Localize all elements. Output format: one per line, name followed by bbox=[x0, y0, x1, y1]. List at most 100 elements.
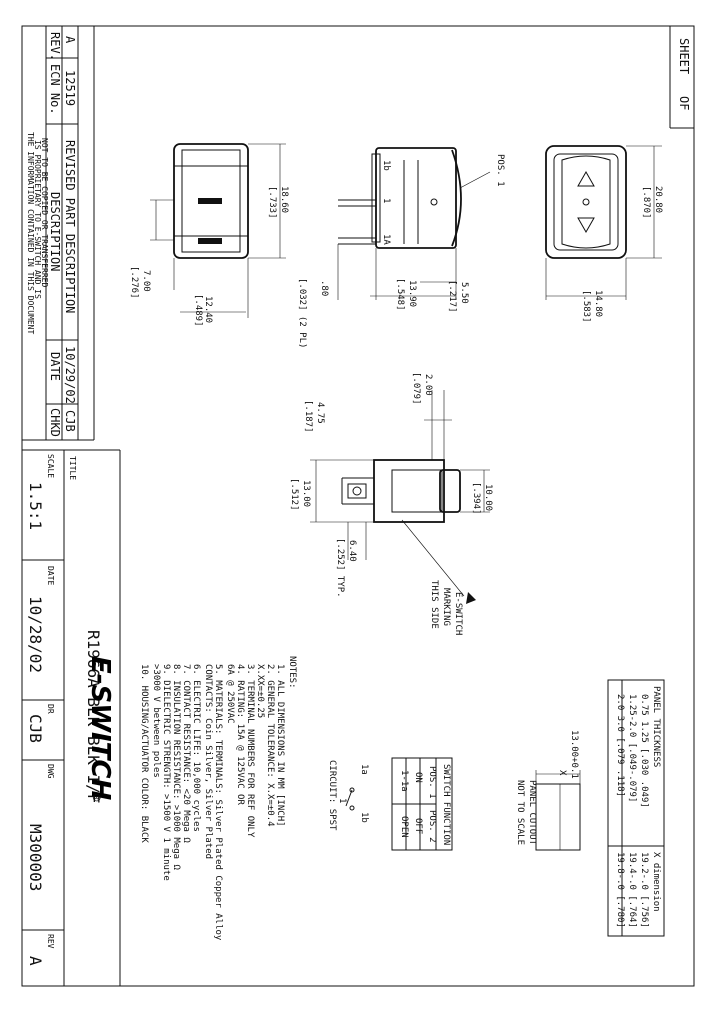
dim-20-80: 20.80 bbox=[653, 186, 663, 213]
dim-14-80: 14.80 bbox=[593, 290, 603, 317]
dim-14-80-inch: [.583] bbox=[581, 290, 591, 323]
notice-line-2: IS PROPRIETARY TO E-SWITCH AND IS bbox=[33, 140, 42, 299]
note-line: 3. TERMINAL NUMBERS FOR REF ONLY bbox=[245, 664, 255, 838]
notes-block: NOTES: 1. ALL DIMENSIONS IN MM [INCH] 2.… bbox=[139, 656, 297, 941]
dim-13-90-inch: [.548] bbox=[395, 278, 405, 311]
rev-value: A bbox=[63, 36, 77, 44]
date-header: DATE bbox=[48, 352, 62, 381]
date-label: DATE bbox=[46, 566, 55, 585]
dim-10-00: 10.00 bbox=[483, 484, 493, 511]
cutout-rectangle bbox=[535, 783, 581, 851]
circuit-diagram: 1a 1b 1 CIRCUIT: SPST bbox=[327, 760, 369, 831]
dim-12-40-inch: [.489] bbox=[193, 294, 203, 327]
dim-12-40: 12.40 bbox=[203, 296, 213, 323]
dim-7-00-inch: [.276] bbox=[129, 266, 139, 299]
note-line: X.XX=±0.25 bbox=[255, 664, 265, 718]
dim-2-00-inch: [.079] bbox=[411, 372, 421, 405]
cutout-note: NOT TO SCALE bbox=[515, 780, 525, 845]
switch-function-title: SWITCH FUNCTION bbox=[441, 764, 451, 845]
end-view: 2.00 [.079] 4.75 [.187] 13.00 [.512] 10.… bbox=[289, 372, 493, 635]
scale-value: 1.5:1 bbox=[26, 482, 45, 530]
circuit-1a: 1a bbox=[359, 764, 369, 775]
top-view: 1b 1 1A POS. 1 .80 [.032] (2 PL) 13.90 [… bbox=[297, 147, 505, 348]
dwg-label: DWG bbox=[46, 764, 55, 779]
sheet-of-label: OF bbox=[677, 96, 691, 110]
ecn-header: ECN No. bbox=[48, 64, 62, 115]
note-line: >3000 V between poles bbox=[151, 664, 161, 778]
panel-header-thickness: PANEL THICKNESS bbox=[651, 686, 661, 767]
cutout-x-label: X bbox=[557, 770, 567, 776]
sheet-label: SHEET bbox=[677, 38, 691, 74]
dr-label: DR bbox=[46, 704, 55, 714]
chkd-value: CJB bbox=[63, 410, 77, 432]
dwg-value: M300003 bbox=[26, 824, 45, 891]
circuit-label: CIRCUIT: SPST bbox=[327, 760, 337, 831]
side-view: 18.60 [.733] 7.00 [.276] 12.40 [.489] bbox=[129, 143, 289, 327]
title-value: R1966A BLK BLK I/F bbox=[84, 630, 103, 803]
note-line: 5. MATERIALS: TERMINALS: Silver Plated C… bbox=[213, 664, 223, 941]
marking-arrow-icon bbox=[466, 592, 476, 604]
panel-row-3-x: 19.8-.0 [.780] bbox=[615, 852, 625, 928]
sheet-border bbox=[21, 25, 695, 987]
dim-18-60-inch: [.733] bbox=[267, 186, 277, 219]
note-line: 1. ALL DIMENSIONS IN MM [INCH] bbox=[275, 664, 285, 827]
note-line: 9. DIELECTRIC STRENGTH: >1500 V 1 minute bbox=[161, 664, 171, 881]
marking-line-2: MARKING bbox=[441, 588, 451, 626]
panel-header-x: X dimension bbox=[651, 852, 661, 912]
terminal-1b-label: 1b bbox=[381, 160, 391, 171]
circuit-1b: 1b bbox=[359, 812, 369, 823]
notes-title: NOTES: bbox=[287, 656, 297, 689]
panel-row-1-thickness: 0.75 1.25 [.030 .049] bbox=[639, 694, 649, 808]
scale-label: SCALE bbox=[46, 454, 55, 478]
description-header: DESCRIPTION bbox=[48, 192, 62, 271]
logo-registered-mark: ® bbox=[89, 794, 103, 802]
chkd-header: CHKD bbox=[48, 408, 62, 437]
dim-6-40: 6.40 bbox=[347, 540, 357, 562]
rev-header: REV. bbox=[48, 32, 62, 61]
sheet-box: SHEET OF bbox=[669, 26, 694, 129]
marking-line-3: THIS SIDE bbox=[429, 580, 439, 629]
dim-0-80: .80 bbox=[319, 280, 329, 296]
note-line: 8. INSULATION RESISTANCE: >1000 Mega Ω bbox=[171, 664, 181, 870]
dim-13-00: 13.00 bbox=[301, 480, 311, 507]
dim-4-75: 4.75 bbox=[315, 402, 325, 424]
title-block: TITLE R1966A BLK BLK I/F E-SWITCH ® SCAL… bbox=[22, 449, 121, 986]
date-value: 10/29/02 bbox=[63, 346, 77, 404]
note-line: 4. RATING: 15A @ 125VAC OR bbox=[235, 664, 245, 805]
rev-label: REV bbox=[46, 934, 55, 949]
dim-0-80-inch: [.032] (2 PL) bbox=[297, 278, 307, 348]
revision-block: REV. ECN No. DESCRIPTION DATE CHKD A 125… bbox=[22, 26, 95, 441]
switch-row-2-pos1: 1-1a bbox=[399, 770, 409, 792]
dim-5-50: 5.50 bbox=[459, 282, 469, 304]
dim-6-40-inch: [.252] TYP. bbox=[335, 538, 345, 598]
switch-header-pos1: POS. 1 bbox=[427, 766, 437, 799]
panel-thickness-table: PANEL THICKNESS X dimension 0.75 1.25 [.… bbox=[607, 679, 665, 937]
e-switch-logo: E-SWITCH bbox=[85, 656, 115, 800]
dr-value: CJB bbox=[26, 714, 45, 743]
note-line: 6A @ 250VAC bbox=[225, 664, 235, 724]
terminal-1-label: 1 bbox=[381, 198, 391, 203]
notice-line-1: THE INFORMATION CONTAINED IN THIS DOCUME… bbox=[26, 132, 35, 334]
dim-18-60: 18.60 bbox=[279, 186, 289, 213]
panel-row-3-thickness: 2.0 3.0 [.079 .118] bbox=[615, 694, 625, 797]
marking-line-1: E-SWITCH bbox=[453, 592, 463, 635]
switch-header-pos2: POS. 2 bbox=[427, 810, 437, 843]
panel-cutout: 13.00+0.1 X PANEL CUTOUT NOT TO SCALE bbox=[515, 730, 581, 851]
notice-line-3: NOT TO BE COPIED OR TRANSFERRED bbox=[40, 138, 49, 287]
panel-row-2-thickness: 1.25-2.0 [.049-.079] bbox=[627, 694, 637, 802]
note-line: 10. HOUSING/ACTUATOR COLOR: BLACK bbox=[139, 664, 149, 843]
switch-row-1-pos1: ON bbox=[413, 772, 423, 783]
panel-row-2-x: 19.4-.0 [.764] bbox=[627, 852, 637, 928]
title-label: TITLE bbox=[68, 456, 77, 480]
dim-10-00-inch: [.394] bbox=[471, 482, 481, 515]
circuit-1: 1 bbox=[337, 798, 347, 803]
cutout-label: PANEL CUTOUT bbox=[527, 780, 537, 846]
dim-7-00: 7.00 bbox=[141, 270, 151, 292]
switch-row-2-pos2: OPEN bbox=[399, 816, 409, 838]
pos-1-label: POS. 1 bbox=[495, 154, 505, 187]
dim-4-75-inch: [.187] bbox=[303, 400, 313, 433]
description-value: REVISED PART DESCRIPTION bbox=[63, 140, 77, 313]
terminal-1a-label: 1A bbox=[381, 234, 391, 245]
cutout-height: 13.00+0.1 bbox=[569, 730, 579, 779]
